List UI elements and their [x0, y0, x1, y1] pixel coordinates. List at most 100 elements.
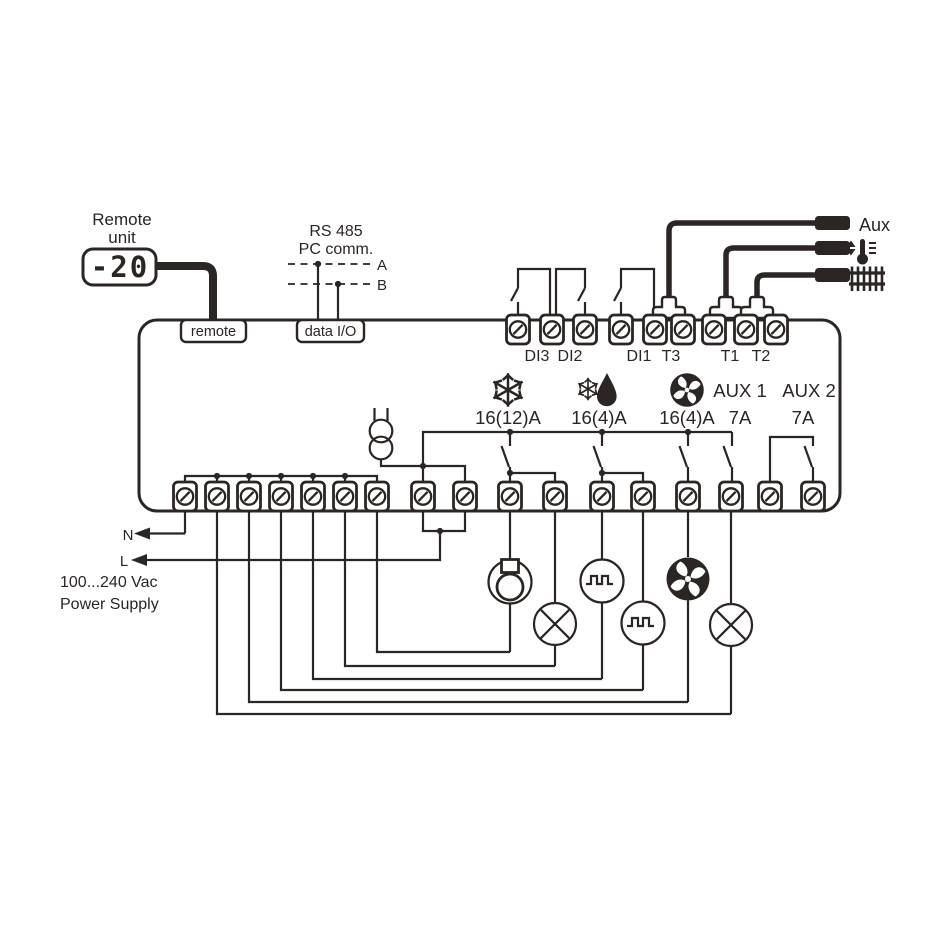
junction-dot [506, 469, 514, 477]
remote-display-value: -20 [91, 250, 149, 284]
terminal-screw [718, 480, 744, 513]
terminal-screw [757, 480, 783, 513]
remote-cable [156, 262, 217, 320]
neutral-arrow-icon [134, 527, 150, 540]
relay-wiring [368, 408, 815, 482]
t1-probe-cable [723, 245, 816, 298]
di1-switch [613, 267, 656, 315]
thermometer-icon [846, 239, 876, 265]
di2-terminal-label: DI2 [558, 348, 583, 365]
controller-outline [137, 318, 842, 513]
terminal-screw [542, 480, 568, 513]
port-boxes: remote data I/O [179, 318, 366, 344]
di1-terminal-label: DI1 [627, 348, 652, 365]
top-terminal-row: DI3 DI2 DI1 T3 T1 T2 [505, 313, 789, 365]
terminal-screw [452, 480, 478, 513]
junction-dot [436, 527, 444, 535]
terminal-screw [410, 480, 436, 513]
aux2-rating: 7A [792, 407, 815, 428]
aux1-rating: 7A [729, 407, 752, 428]
fan-load-symbol [666, 557, 710, 601]
terminal-screw [364, 480, 390, 513]
t2-probe-body [815, 268, 850, 282]
fan-icon [670, 373, 704, 407]
terminal-screw [763, 313, 789, 346]
junction-dot [213, 472, 221, 480]
data-io-port-box [295, 318, 366, 344]
terminal-screw [733, 313, 759, 346]
aux-probe-cable [666, 220, 816, 298]
t1-terminal-label: T1 [721, 348, 740, 365]
terminal-screw [539, 313, 565, 346]
digital-input-switches [510, 267, 656, 315]
snowflake-icon [491, 371, 525, 409]
aux2-label: AUX 2 [782, 380, 835, 401]
junction-dot [419, 462, 427, 470]
fan-relay-contact [678, 432, 690, 482]
return-wire-heater2 [279, 511, 645, 692]
bottom-terminal-row [172, 480, 826, 513]
line-arrow-icon [131, 554, 147, 566]
terminal-screw [172, 480, 198, 513]
remote-unit: Remote unit -20 [81, 210, 217, 320]
terminal-screw [675, 480, 701, 513]
terminal-screw [701, 313, 727, 346]
return-wire-heater1 [311, 511, 604, 681]
t2-terminal-label: T2 [752, 348, 771, 365]
terminal-screw [300, 480, 326, 513]
heater-symbol [620, 600, 666, 646]
junction-dot [277, 472, 285, 480]
supply-voltage-label: 100...240 Vac [60, 574, 158, 591]
compressor-rating: 16(12)A [475, 407, 541, 428]
di3-switch [510, 267, 552, 315]
rs485-title-1: RS 485 [309, 223, 362, 240]
rs485-comm: RS 485 PC comm. A B [288, 223, 387, 320]
terminal-screw [497, 480, 523, 513]
remote-port-box [179, 318, 248, 344]
terminal-screw [505, 313, 531, 346]
terminal-screw [589, 480, 615, 513]
terminal-screw [332, 480, 358, 513]
terminal-screw [608, 313, 634, 346]
defrost-bridge [602, 471, 645, 482]
rs485-title-2: PC comm. [299, 241, 374, 258]
aux-probe-body [815, 216, 850, 230]
wire-line-in [145, 511, 467, 562]
fan-rating: 16(4)A [659, 407, 715, 428]
aux1-relay-contact [722, 432, 734, 482]
defrost-drop-icon [576, 373, 617, 407]
terminal-screw [800, 480, 826, 513]
t2-probe-cable [754, 272, 816, 298]
return-wire-compressor [375, 511, 512, 654]
t1-probe-body [815, 241, 850, 255]
probes: Aux [651, 215, 890, 320]
terminal-screw [670, 313, 696, 346]
data-io-port-label: data I/O [305, 324, 357, 340]
return-wire-lamp2 [215, 511, 733, 716]
wire-neutral-in [148, 511, 187, 535]
aux1-label: AUX 1 [713, 380, 766, 401]
transformer-symbol [368, 408, 467, 482]
lamp-symbol [708, 602, 754, 648]
mains-supply: N L 100...240 Vac Power Supply [60, 511, 467, 613]
output-icons-row: AUX 1 AUX 2 16(12)A 16(4)A 16(4)A 7A 7A [475, 371, 836, 428]
junction-dot [245, 472, 253, 480]
di2-switch [554, 267, 587, 315]
terminal-screw [236, 480, 262, 513]
return-wire-fan [247, 511, 690, 704]
loads [215, 511, 754, 716]
neutral-label: N [123, 527, 134, 544]
load-feed-wires [508, 511, 733, 604]
supply-text-label: Power Supply [60, 596, 159, 613]
heater-symbol [579, 558, 625, 604]
terminal-screw [642, 313, 668, 346]
aux-probe-label: Aux [859, 215, 890, 235]
return-wire-lamp1 [343, 511, 557, 668]
junction-dot [598, 469, 606, 477]
junction-dot [341, 472, 349, 480]
junction-dot [334, 280, 342, 288]
terminal-screw [204, 480, 230, 513]
line-label: L [120, 553, 128, 570]
